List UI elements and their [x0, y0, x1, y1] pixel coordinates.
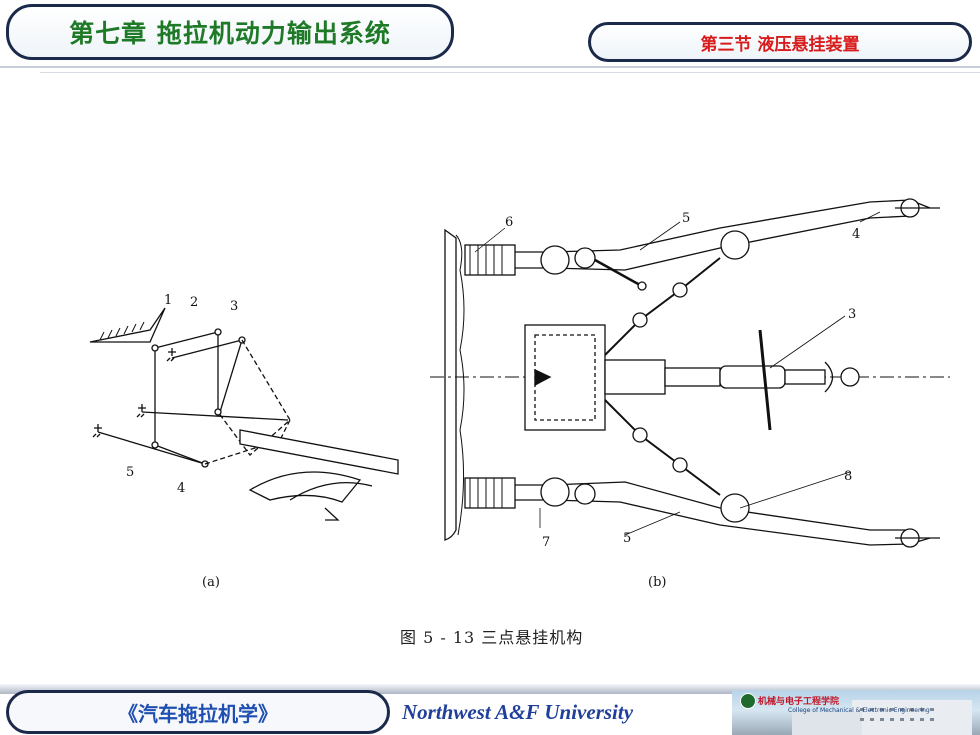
- callouts-a: 1 2 3 5 4: [126, 293, 238, 496]
- diagram-a: [89, 307, 399, 521]
- callout-b-5-top: 5: [682, 211, 690, 226]
- callout-a-2: 2: [190, 295, 198, 310]
- callout-b-3: 3: [848, 307, 856, 322]
- footer-bar: [0, 684, 980, 694]
- callout-a-5: 5: [126, 465, 134, 480]
- callout-b-4: 4: [852, 227, 860, 242]
- book-title: 《汽车拖拉机学》: [118, 701, 278, 726]
- part-b-label: (b): [648, 575, 666, 590]
- college-logo-subtext: College of Mechanical & Electronic Engin…: [788, 707, 930, 714]
- callout-b-7: 7: [542, 535, 550, 550]
- callout-a-3: 3: [230, 299, 238, 314]
- chapter-title: 第七章 拖拉机动力输出系统: [69, 19, 391, 48]
- section-title-pill: 第三节 液压悬挂装置: [588, 22, 972, 62]
- callout-a-4: 4: [177, 481, 185, 496]
- chapter-title-pill: 第七章 拖拉机动力输出系统: [6, 4, 454, 60]
- book-title-pill: 《汽车拖拉机学》: [6, 690, 390, 734]
- three-point-hitch-figure: 1 2 3 5 4 6 5 4 3 8 7 5 (a) (b): [89, 198, 950, 590]
- section-title: 第三节 液压悬挂装置: [700, 34, 860, 55]
- callout-b-5-bottom: 5: [623, 531, 631, 546]
- header-divider-thin: [40, 72, 980, 73]
- diagram-b: [430, 198, 950, 548]
- college-banner-image: 机械与电子工程学院 College of Mechanical & Electr…: [732, 690, 980, 735]
- figure-caption: 图 5 - 13 三点悬挂机构: [400, 628, 584, 647]
- header-divider: [0, 66, 980, 68]
- college-logo-icon: [740, 693, 756, 709]
- university-name: Northwest A&F University: [402, 700, 634, 724]
- callout-a-1: 1: [164, 293, 172, 308]
- callout-b-8: 8: [844, 469, 852, 484]
- part-a-label: (a): [202, 575, 220, 590]
- callout-b-6: 6: [505, 215, 513, 230]
- college-logo-text: 机械与电子工程学院: [758, 697, 840, 707]
- callouts-b: 6 5 4 3 8 7 5: [505, 211, 860, 550]
